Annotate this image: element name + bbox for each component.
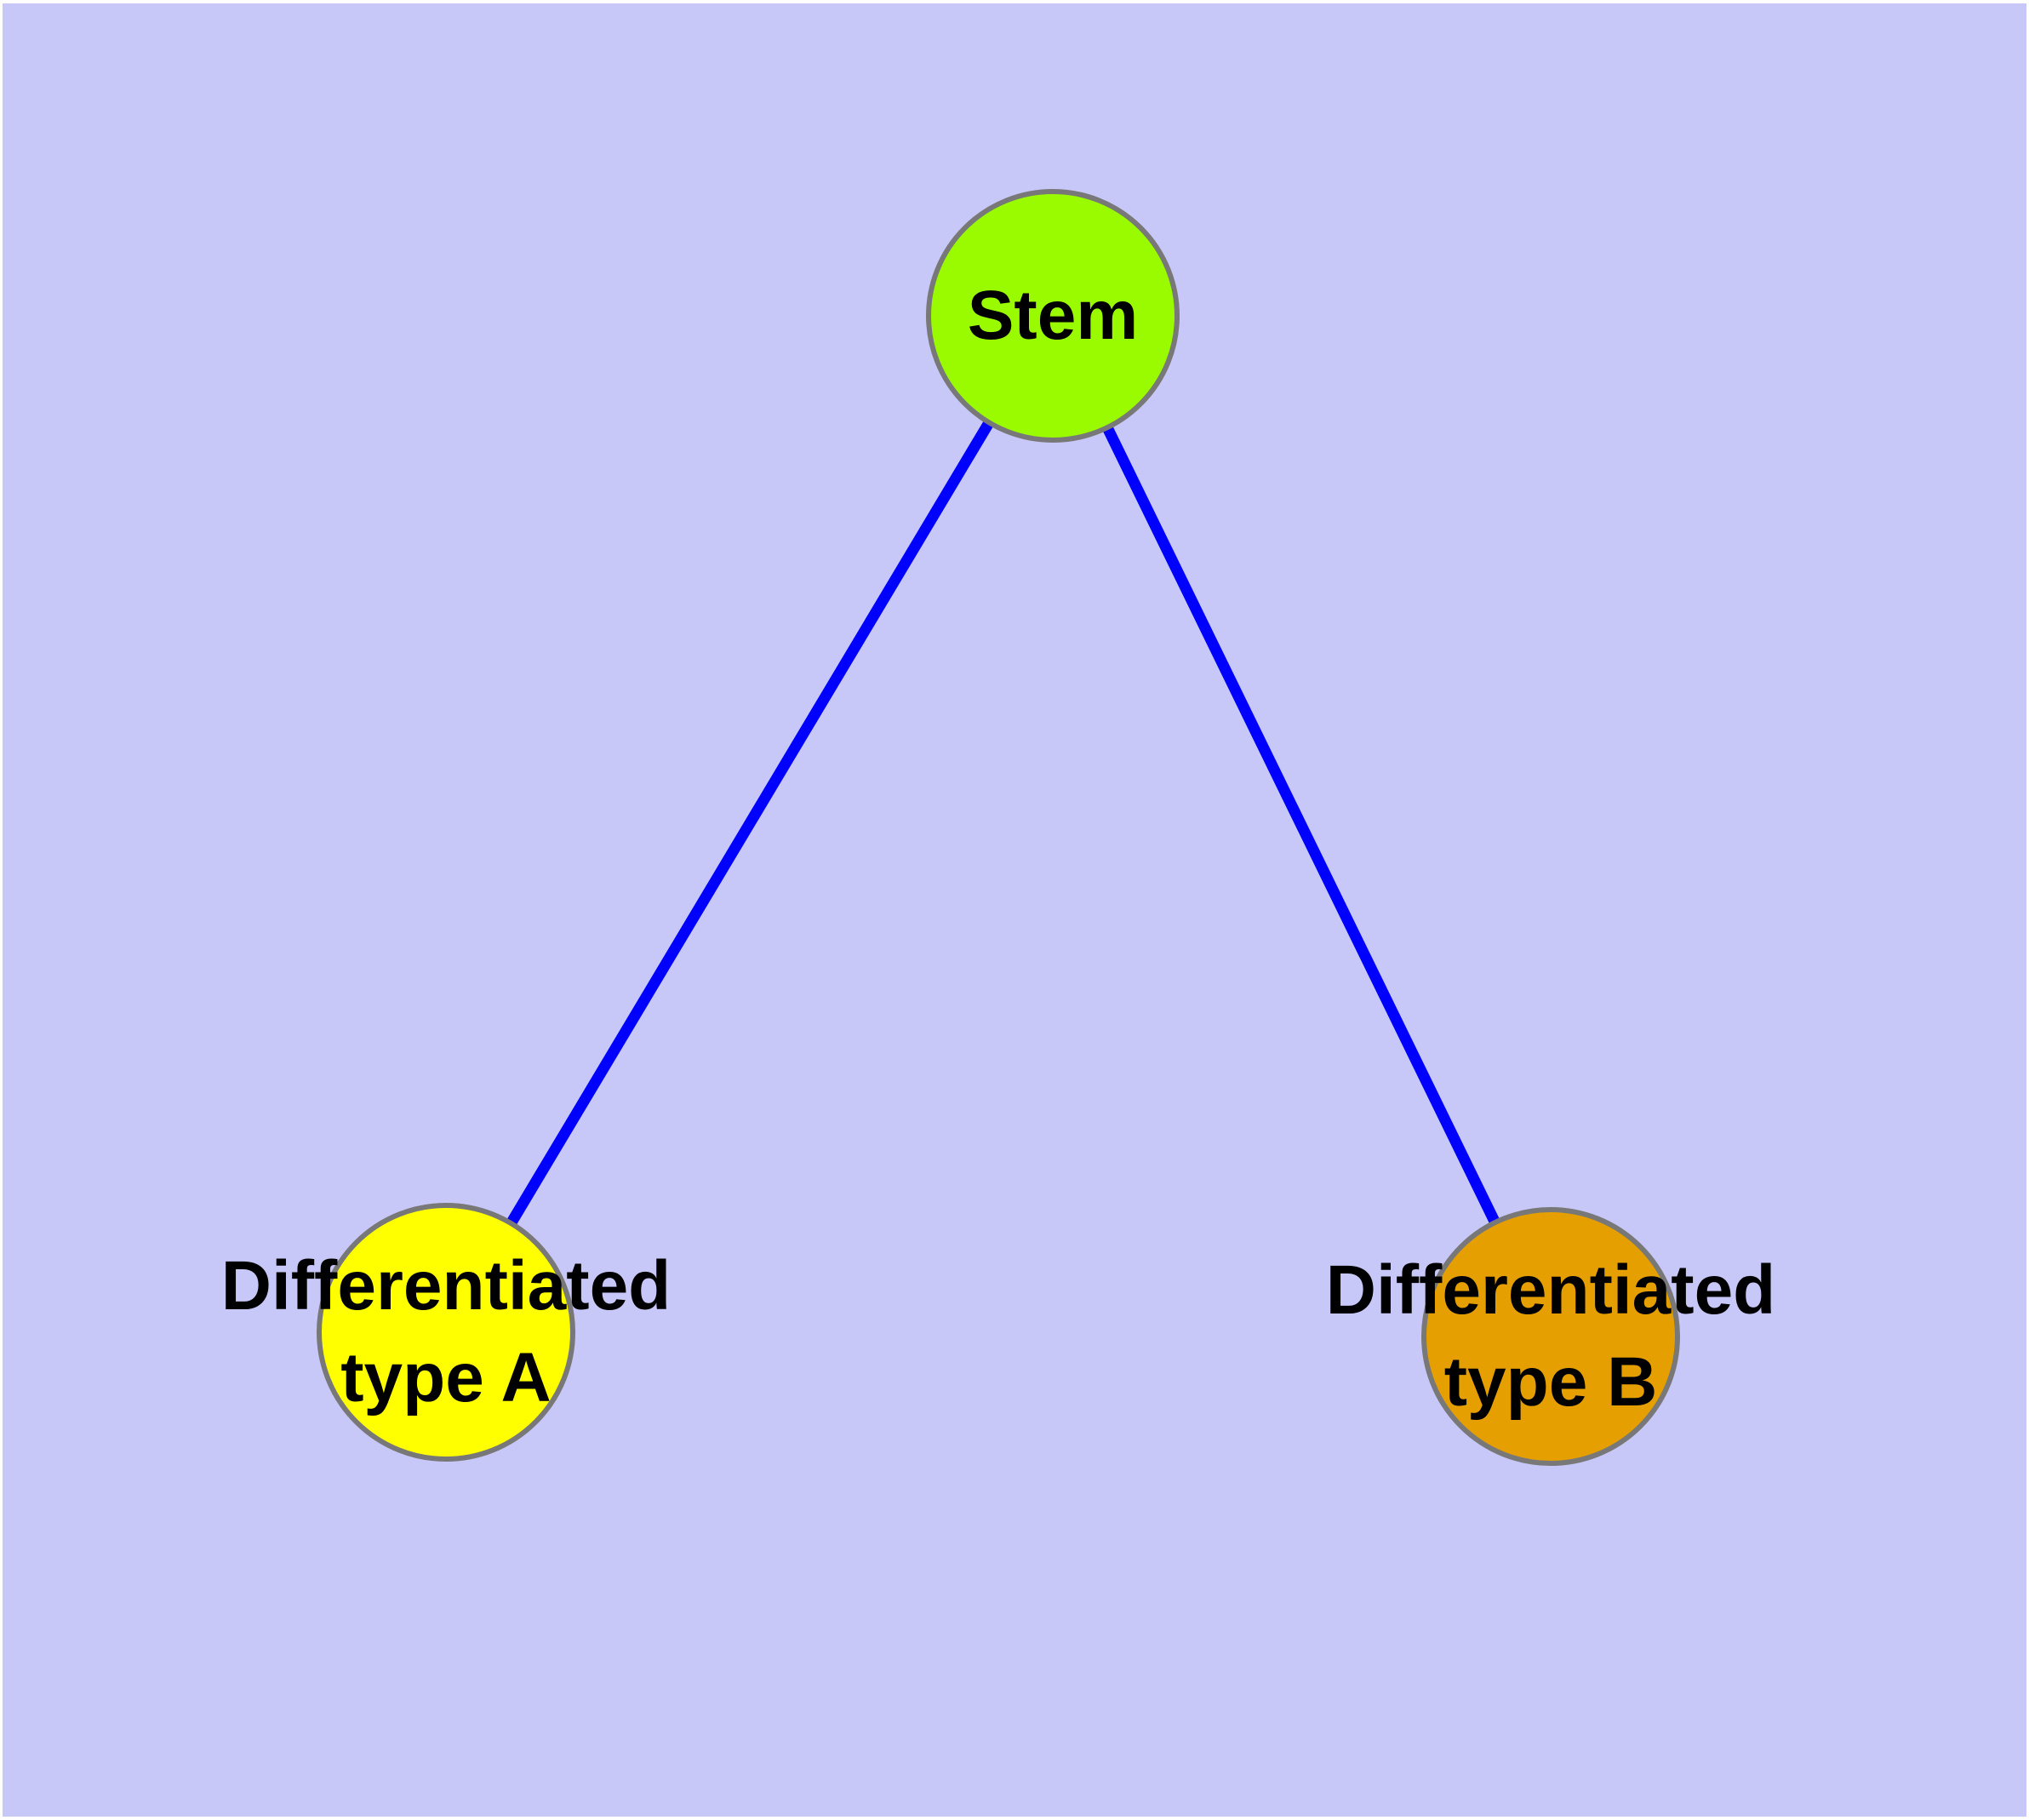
node-type-a-label-line-2: type A [340, 1339, 552, 1417]
edge-stem-to-type-b [1048, 313, 1556, 1339]
node-type-b-label-line-1: Differentiated [1325, 1251, 1776, 1329]
node-differentiated-type-a-label: Differentiated type A [221, 1240, 672, 1424]
node-type-b-label-line-2: type B [1443, 1343, 1658, 1421]
node-differentiated-type-b-label: Differentiated type B [1326, 1245, 1776, 1428]
node-differentiated-type-a [317, 1203, 575, 1462]
node-stem-label: Stem [968, 270, 1139, 362]
edge-stem-to-type-a [441, 312, 1058, 1336]
node-stem-label-line: Stem [967, 276, 1139, 354]
node-stem [926, 189, 1180, 443]
node-differentiated-type-b [1421, 1207, 1680, 1466]
node-type-a-label-line-1: Differentiated [220, 1246, 672, 1325]
